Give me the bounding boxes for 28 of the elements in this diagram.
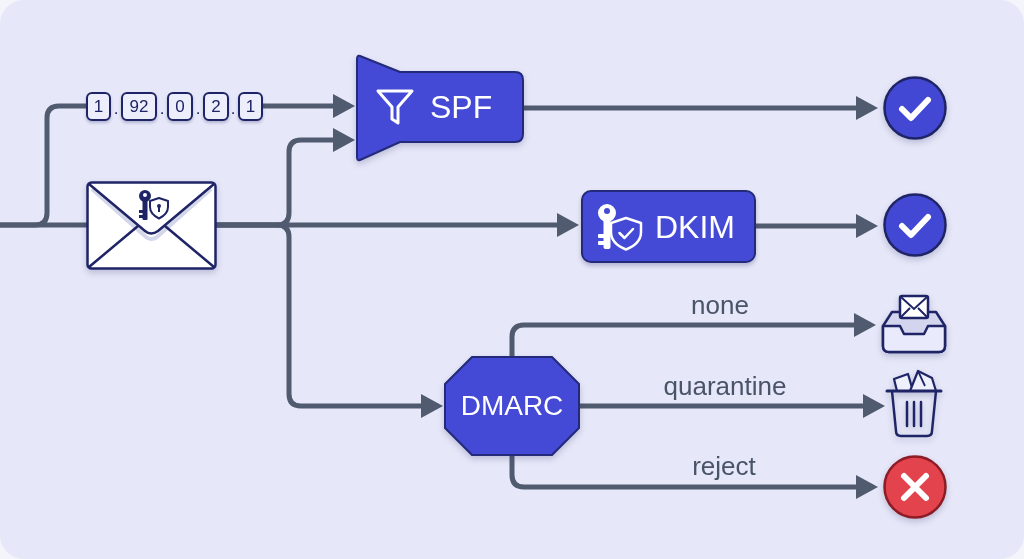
separator-dot: .: [230, 99, 236, 117]
arrow: [509, 313, 876, 357]
check-circle-icon: [883, 193, 947, 257]
trash-can-icon: [885, 368, 943, 438]
arrow: [579, 394, 885, 418]
number-tile: 0: [167, 92, 193, 121]
arrow: [263, 94, 355, 118]
number-tile: 1: [86, 92, 111, 121]
node-label: DMARC: [460, 392, 564, 420]
arrow: [756, 214, 878, 238]
cross-circle-icon: [883, 455, 947, 519]
inbox-tray-icon: [880, 294, 948, 354]
node-label: SPF: [430, 91, 493, 123]
number-tile: 1: [238, 92, 263, 121]
arrow: [216, 222, 443, 418]
node-label: DKIM: [655, 210, 735, 243]
envelope-illustration: [86, 181, 217, 270]
separator-dot: .: [159, 99, 165, 117]
connector-line: [0, 103, 86, 228]
number-tile: 92: [121, 92, 157, 121]
process-box: [355, 53, 525, 163]
separator-dot: .: [113, 99, 119, 117]
check-circle-icon: [883, 76, 947, 140]
number-tile: 2: [203, 92, 229, 121]
process-box: [581, 190, 756, 263]
arrow: [509, 455, 878, 499]
arrow: [523, 96, 878, 120]
separator-dot: .: [195, 99, 201, 117]
